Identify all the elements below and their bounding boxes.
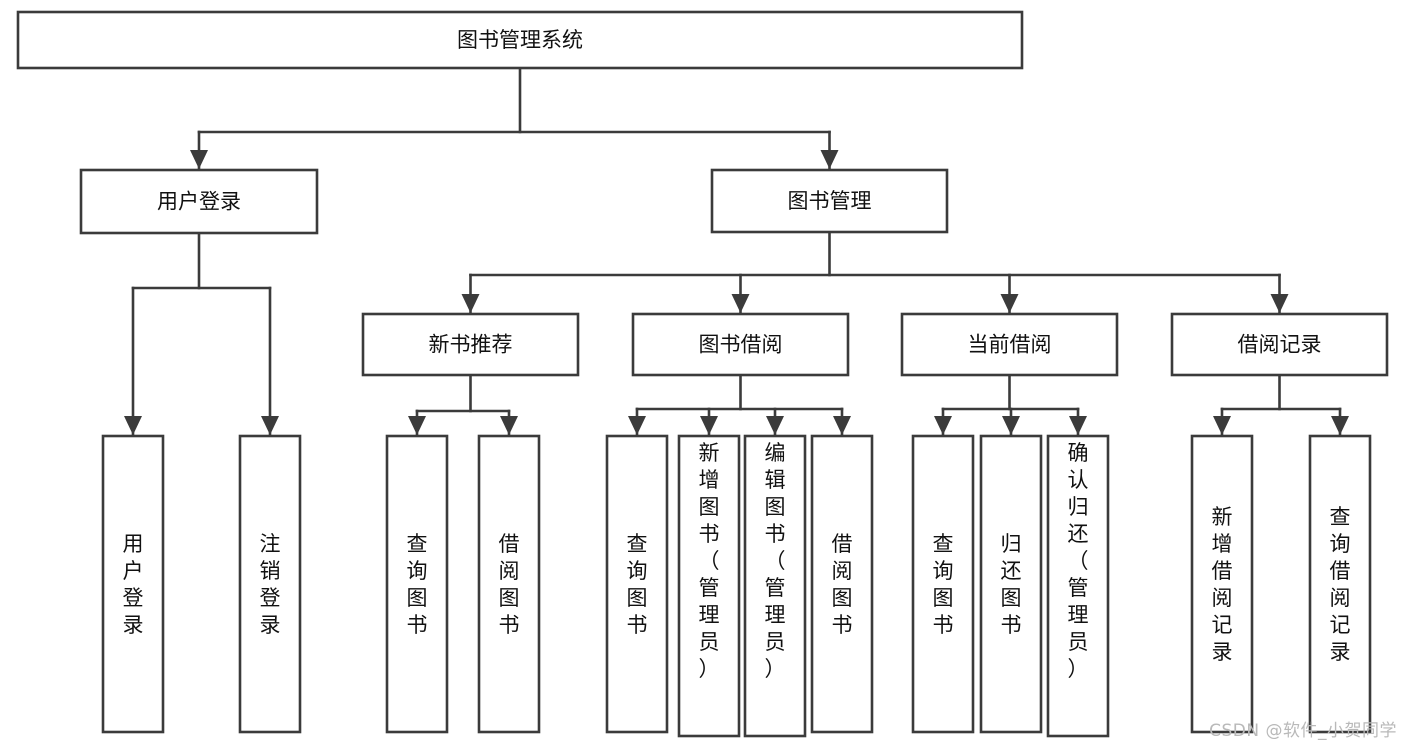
node-label-leaf-user-login: 用户登录 [123, 532, 144, 637]
node-box-book-borrow[interactable] [631, 312, 850, 377]
node-box-book-manage[interactable] [710, 168, 949, 234]
node-book-manage[interactable]: 图书管理 [710, 168, 949, 234]
node-leaf-query-book-3[interactable]: 查询图书 [911, 434, 975, 734]
node-label-leaf-add-record: 新增借阅记录 [1212, 505, 1233, 664]
node-label-leaf-query-record: 查询借阅记录 [1330, 505, 1351, 664]
arrow-head-icon [628, 416, 646, 435]
node-layer: 图书管理系统用户登录图书管理新书推荐图书借阅当前借阅借阅记录用户登录注销登录查询… [16, 10, 1389, 738]
node-book-borrow[interactable]: 图书借阅 [631, 312, 850, 377]
node-label-leaf-query-book-1: 查询图书 [407, 532, 428, 637]
node-box-leaf-edit-book[interactable] [743, 434, 807, 738]
connector-group-book-borrow [628, 373, 851, 437]
arrow-head-icon [820, 150, 839, 169]
node-box-user-login[interactable] [79, 168, 319, 235]
node-box-current-borrow[interactable] [900, 312, 1119, 377]
connector-group-new-book-rec [408, 373, 518, 437]
node-box-leaf-add-record[interactable] [1190, 434, 1254, 734]
node-leaf-borrow-book-2[interactable]: 借阅图书 [810, 434, 874, 734]
node-box-leaf-borrow-book-2[interactable] [810, 434, 874, 734]
node-label-leaf-borrow-book-1: 借阅图书 [499, 532, 520, 637]
node-box-new-book-rec[interactable] [361, 312, 580, 377]
node-new-book-rec[interactable]: 新书推荐 [361, 312, 580, 377]
node-current-borrow[interactable]: 当前借阅 [900, 312, 1119, 377]
connector-group-book-manage [461, 230, 1289, 315]
arrow-head-icon [833, 416, 851, 435]
connector-group-borrow-record [1213, 373, 1349, 437]
node-label-leaf-confirm-return: 确认归还（管理员） [1068, 441, 1089, 681]
node-leaf-add-book[interactable]: 新增图书（管理员） [677, 434, 741, 738]
node-label-leaf-query-book-3: 查询图书 [933, 532, 954, 637]
node-leaf-add-record[interactable]: 新增借阅记录 [1190, 434, 1254, 734]
node-leaf-query-book-1[interactable]: 查询图书 [385, 434, 449, 734]
node-user-login[interactable]: 用户登录 [79, 168, 319, 235]
node-box-leaf-query-record[interactable] [1308, 434, 1372, 734]
arrow-head-icon [731, 294, 750, 313]
node-leaf-query-book-2[interactable]: 查询图书 [605, 434, 669, 734]
connector-layer [124, 66, 1349, 437]
arrow-head-icon [1331, 416, 1349, 435]
node-borrow-record[interactable]: 借阅记录 [1170, 312, 1389, 377]
arrow-head-icon [700, 416, 718, 435]
node-label-leaf-user-logout: 注销登录 [260, 532, 281, 637]
node-leaf-query-record[interactable]: 查询借阅记录 [1308, 434, 1372, 734]
node-label-root: 图书管理系统 [457, 28, 583, 52]
node-label-current-borrow: 当前借阅 [968, 333, 1052, 357]
node-box-leaf-confirm-return[interactable] [1046, 434, 1110, 738]
node-leaf-user-logout[interactable]: 注销登录 [238, 434, 302, 734]
arrow-head-icon [500, 416, 518, 435]
arrow-head-icon [1213, 416, 1231, 435]
node-box-leaf-query-book-1[interactable] [385, 434, 449, 734]
arrow-head-icon [461, 294, 480, 313]
arrow-head-icon [1270, 294, 1289, 313]
node-leaf-user-login[interactable]: 用户登录 [101, 434, 165, 734]
arrow-head-icon [934, 416, 952, 435]
connector-group-user-login [124, 231, 279, 437]
node-label-leaf-borrow-book-2: 借阅图书 [832, 532, 853, 637]
connector-group-current-borrow [934, 373, 1087, 437]
node-box-borrow-record[interactable] [1170, 312, 1389, 377]
arrow-head-icon [124, 416, 142, 435]
arrow-head-icon [1069, 416, 1087, 435]
node-label-book-borrow: 图书借阅 [699, 333, 783, 357]
node-root[interactable]: 图书管理系统 [16, 10, 1024, 70]
arrow-head-icon [766, 416, 784, 435]
node-leaf-confirm-return[interactable]: 确认归还（管理员） [1046, 434, 1110, 738]
node-leaf-borrow-book-1[interactable]: 借阅图书 [477, 434, 541, 734]
node-label-user-login: 用户登录 [157, 190, 241, 214]
arrow-head-icon [190, 150, 208, 169]
node-box-leaf-query-book-2[interactable] [605, 434, 669, 734]
node-box-leaf-add-book[interactable] [677, 434, 741, 738]
node-label-leaf-add-book: 新增图书（管理员） [699, 441, 720, 681]
node-label-leaf-return-book: 归还图书 [1001, 532, 1022, 637]
node-label-borrow-record: 借阅记录 [1238, 333, 1322, 357]
node-box-leaf-user-logout[interactable] [238, 434, 302, 734]
node-box-leaf-return-book[interactable] [979, 434, 1043, 734]
node-box-leaf-user-login[interactable] [101, 434, 165, 734]
connector-group-root [190, 66, 839, 171]
node-box-leaf-query-book-3[interactable] [911, 434, 975, 734]
node-label-new-book-rec: 新书推荐 [429, 333, 513, 357]
node-box-root[interactable] [16, 10, 1024, 70]
arrow-head-icon [1000, 294, 1019, 313]
node-label-leaf-query-book-2: 查询图书 [627, 532, 648, 637]
node-box-leaf-borrow-book-1[interactable] [477, 434, 541, 734]
node-leaf-return-book[interactable]: 归还图书 [979, 434, 1043, 734]
node-leaf-edit-book[interactable]: 编辑图书（管理员） [743, 434, 807, 738]
node-label-book-manage: 图书管理 [788, 189, 872, 213]
arrow-head-icon [261, 416, 279, 435]
node-label-leaf-edit-book: 编辑图书（管理员） [765, 441, 786, 681]
arrow-head-icon [408, 416, 426, 435]
arrow-head-icon [1002, 416, 1020, 435]
